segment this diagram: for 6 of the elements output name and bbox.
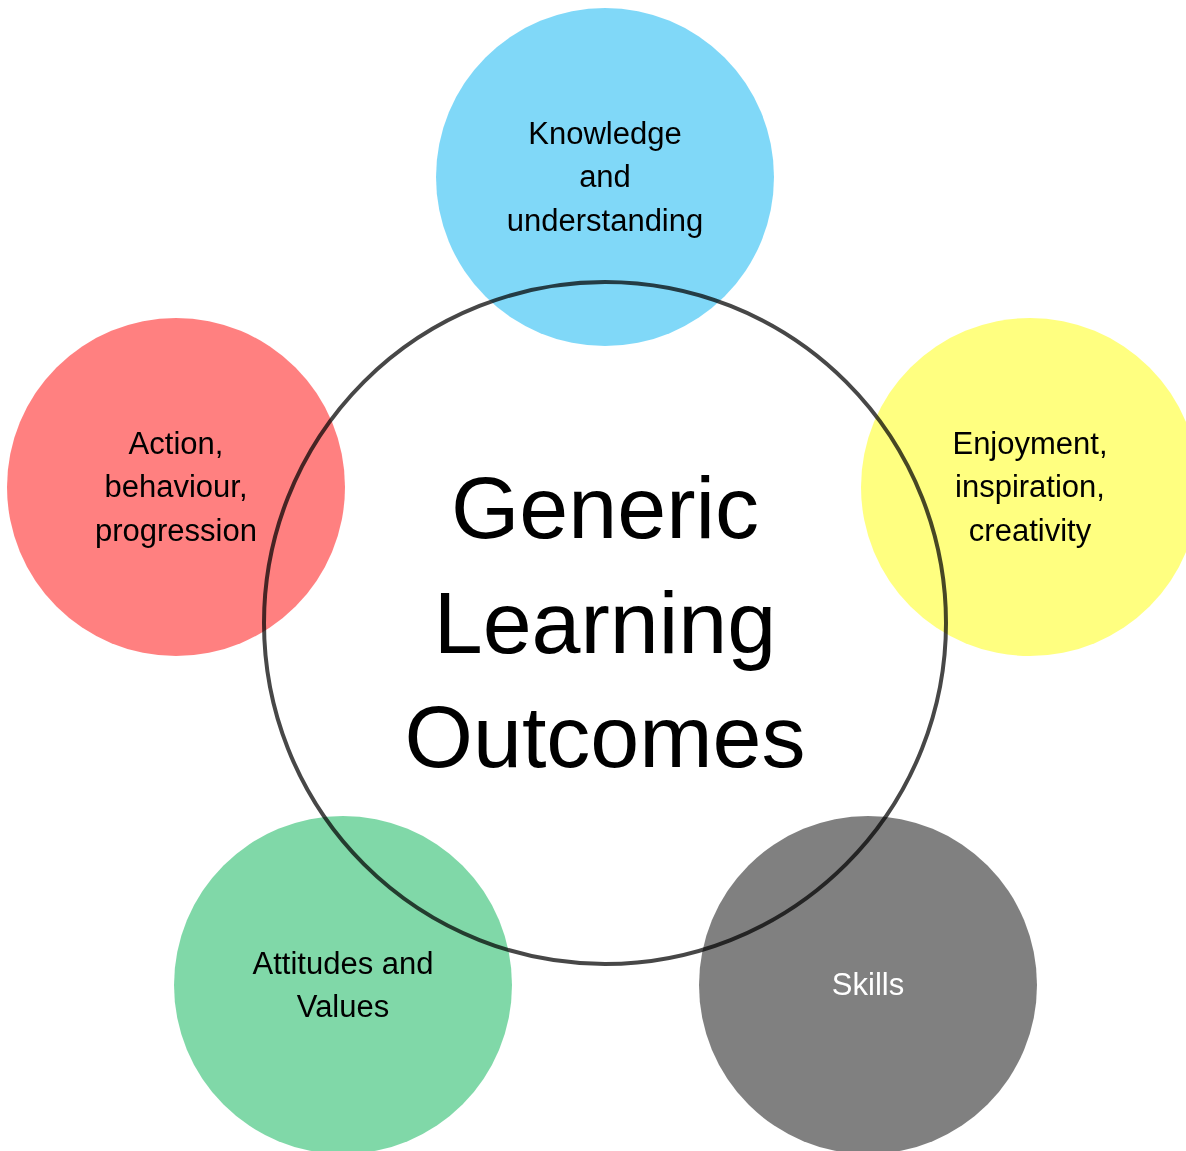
- outcome-label: Action, behaviour, progression: [94, 424, 258, 550]
- outcome-label: Skills: [830, 966, 906, 1005]
- outcome-label: Knowledge and understanding: [505, 114, 705, 240]
- outcome-label: Attitudes and Values: [251, 944, 435, 1026]
- diagram-heading: Generic Learning Outcomes: [403, 457, 807, 789]
- outcome-label: Enjoyment, inspiration, creativity: [951, 424, 1109, 550]
